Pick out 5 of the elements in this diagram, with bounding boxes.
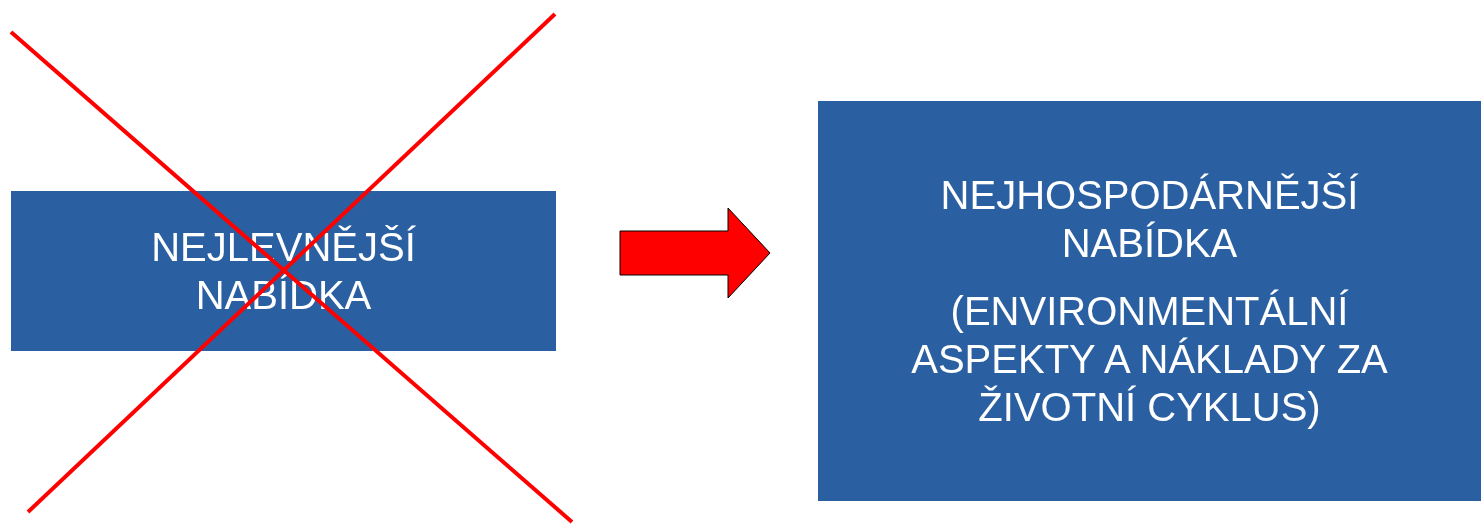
text-box (818, 101, 1481, 501)
box-text: (ENVIRONMENTÁLNÍ ASPEKTY A NÁKLADY ZA ŽIVOTNÍ CYKLUS) (910, 288, 1389, 431)
box-text: NEJHOSPODÁRNĚJŠÍ NABÍDKA (939, 172, 1360, 267)
text-box (11, 191, 556, 351)
block-arrow (619, 207, 771, 299)
